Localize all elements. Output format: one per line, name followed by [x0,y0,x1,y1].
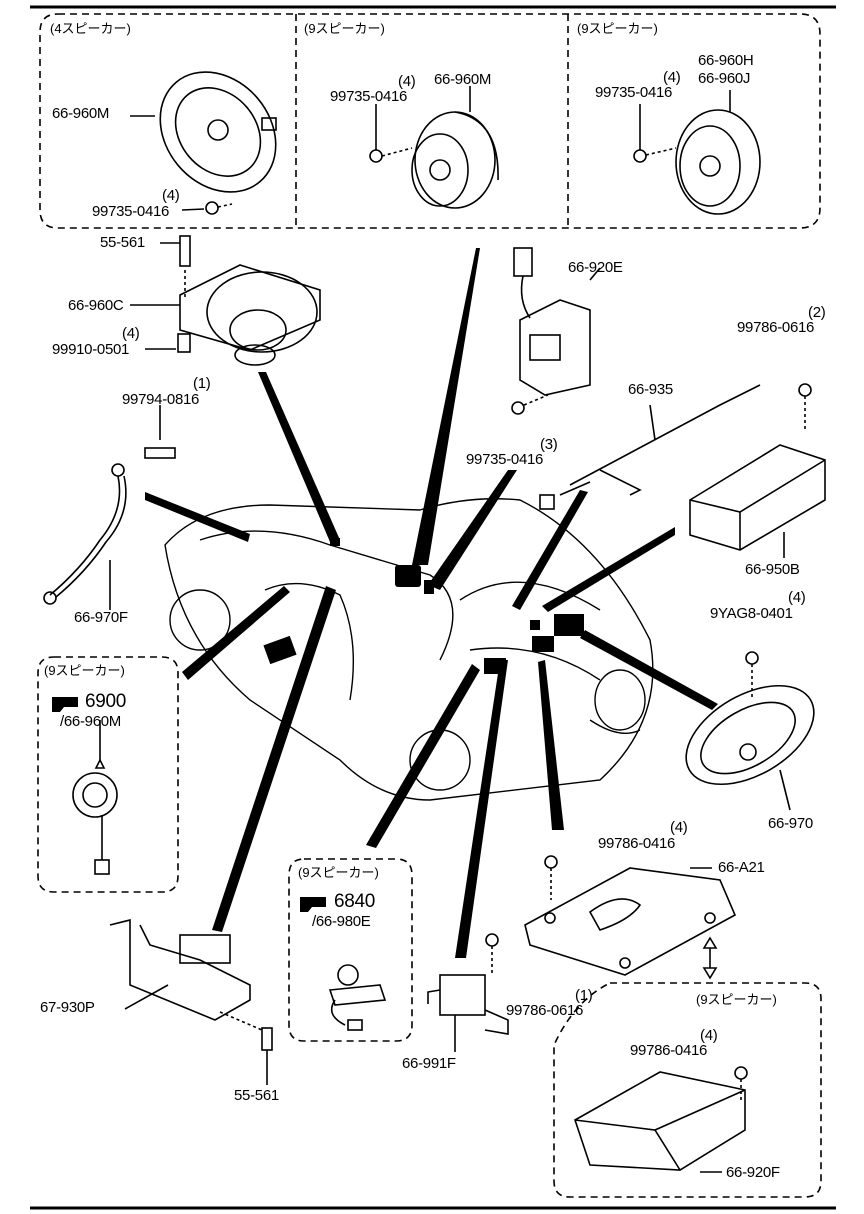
part-qty: (4) [700,1027,718,1044]
part-qty: (3) [540,436,558,453]
speaker-960c-drawing [179,264,321,366]
reference-number: 6840 [334,891,376,912]
part-label: /66-960M [60,713,121,730]
part-label: 99786-0616 [737,319,815,336]
part-label: 66-935 [628,381,673,398]
part-qty: (4) [122,325,140,342]
leader-wedges [145,248,718,958]
bracket-930p-drawing [109,918,251,1021]
box-title-9-speaker: (9スピーカー) [696,992,777,1007]
part-label: 66-920E [568,259,623,276]
part-label: 99786-0416 [630,1042,708,1059]
box-title-9-speaker: (9スピーカー) [304,21,385,36]
part-label: 66-960C [68,297,124,314]
box-title-9-speaker: (9スピーカー) [577,21,658,36]
part-qty: (1) [193,375,211,392]
part-label: 66-960M [52,105,110,122]
pointing-hand-icon [300,897,326,912]
speaker-970-drawing [685,684,815,786]
tweeter-drawing [72,772,118,818]
part-label: 66-960H [698,52,754,69]
pointing-hand-icon [52,697,78,712]
part-label: 99735-0416 [595,84,673,101]
part-label: 99910-0501 [52,341,130,358]
bracket-a21-drawing [524,867,737,976]
top-group-box [39,13,821,229]
part-label: /66-980E [312,913,371,930]
part-qty: (4) [398,73,416,90]
part-label: 55-561 [234,1087,279,1104]
part-label: 99735-0416 [92,203,170,220]
part-label: 66-A21 [718,859,765,876]
speaker-round-drawing-2 [675,109,761,215]
car-body-drawing [164,498,654,801]
part-label: 99735-0416 [466,451,544,468]
part-label: 99786-0416 [598,835,676,852]
part-label: 9YAG8-0401 [710,605,793,622]
speaker-oval-drawing [130,71,277,193]
part-label: 66-950B [745,561,800,578]
part-qty: (4) [788,589,806,606]
part-label: 66-970 [768,815,813,832]
part-qty: (4) [162,187,180,204]
part-label: 99735-0416 [330,88,408,105]
left-group-box [37,656,179,893]
part-qty: (2) [808,304,826,321]
part-label: 99794-0816 [122,391,200,408]
amp-920e-drawing [513,247,591,396]
reference-number: 6900 [85,691,127,712]
relay-991f-drawing [427,974,509,1035]
box-title-9-speaker: (9スピーカー) [298,865,379,880]
amp-920f-drawing [574,1071,746,1171]
middle-group-box [288,858,413,1042]
part-qty: (4) [663,69,681,86]
module-950b-drawing [689,444,826,551]
part-label: 66-960J [698,70,751,87]
part-label: 67-930P [40,999,95,1016]
part-label: 66-970F [74,609,128,626]
part-qty: (1) [575,987,593,1004]
part-qty: (4) [670,819,688,836]
box-title-4-speaker: (4スピーカー) [50,21,131,36]
speaker-round-drawing [411,111,499,209]
box-title-9-speaker: (9スピーカー) [44,663,125,678]
part-label: 55-561 [100,234,145,251]
part-label: 66-920F [726,1164,780,1181]
bottom-right-group-box [553,982,822,1198]
part-label: 66-991F [402,1055,456,1072]
part-label: 99786-0616 [506,1002,584,1019]
part-label: 66-960M [434,71,492,88]
